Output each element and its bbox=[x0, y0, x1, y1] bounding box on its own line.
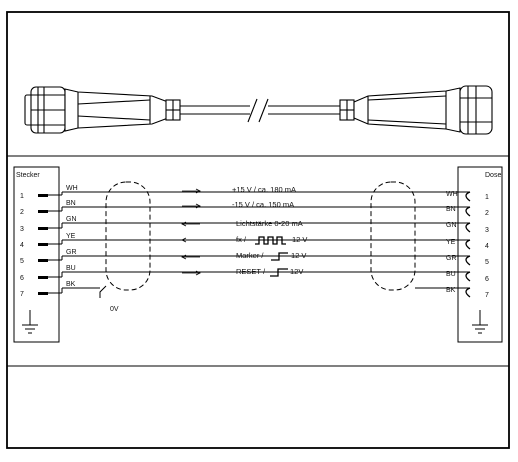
stecker-pin-number: 6 bbox=[20, 275, 24, 282]
dose-pin-number: 7 bbox=[485, 292, 489, 299]
stecker-pin-stub bbox=[38, 194, 48, 197]
dose-socket-icon bbox=[465, 271, 471, 282]
stecker-pin-stub bbox=[38, 227, 48, 230]
dose-pins: WH 1BN 2GN 3YE 4GR 5BU 6BK 7 bbox=[446, 191, 489, 299]
signal-label-5-suffix: 12 V bbox=[291, 251, 306, 260]
stecker-pins: 1 WH 2 BN 3 GN 4 YE 5 GR 6 BU 7 BK bbox=[20, 185, 78, 298]
stecker-pin-number: 7 bbox=[20, 291, 24, 298]
dose-wire-color: GN bbox=[446, 222, 457, 229]
stecker-title: Stecker bbox=[16, 172, 40, 179]
direction-arrows bbox=[181, 188, 201, 276]
reset-step-icon bbox=[270, 268, 288, 277]
signal-label-2: -15 V / ca. 150 mA bbox=[232, 200, 294, 209]
dose-wire-color: BN bbox=[446, 206, 456, 213]
ground-icon-left bbox=[22, 310, 38, 334]
signal-label-4-suffix: 12 V bbox=[292, 235, 307, 244]
dose-socket-icon bbox=[465, 255, 471, 266]
stecker-wire-color: BN bbox=[66, 200, 76, 207]
stecker-wire-color: BU bbox=[66, 265, 76, 272]
marker-step-icon bbox=[271, 252, 288, 261]
signal-label-4: fx / bbox=[236, 235, 247, 244]
cable-break-mark bbox=[247, 98, 258, 123]
stecker-pin-number: 4 bbox=[20, 242, 24, 249]
right-connector-icon bbox=[339, 85, 493, 135]
dose-pin-number: 1 bbox=[485, 194, 489, 201]
dose-socket-icon bbox=[465, 191, 471, 202]
shield-left bbox=[105, 181, 151, 291]
outer-frame bbox=[6, 11, 510, 449]
left-connector-icon bbox=[24, 86, 181, 134]
stecker-pin-number: 2 bbox=[20, 209, 24, 216]
signal-label-5: Marker / bbox=[236, 251, 264, 260]
stecker-pin-stub bbox=[38, 210, 48, 213]
cable-drawing bbox=[24, 85, 493, 135]
dose-socket-icon bbox=[465, 239, 471, 250]
dose-pin-number: 4 bbox=[485, 243, 489, 250]
shield-drain-wire bbox=[99, 285, 107, 298]
dose-pin-number: 5 bbox=[485, 259, 489, 266]
stecker-pin-number: 3 bbox=[20, 226, 24, 233]
dose-pin-number: 6 bbox=[485, 276, 489, 283]
ground-icon-right bbox=[472, 310, 488, 334]
dose-title: Dose bbox=[485, 172, 501, 179]
dose-socket-icon bbox=[465, 222, 471, 233]
shield-ground-label: 0V bbox=[110, 306, 119, 313]
shield-right bbox=[370, 181, 416, 291]
stecker-pin-stub bbox=[38, 243, 48, 246]
stecker-wire-color: YE bbox=[66, 233, 76, 240]
dose-wire-color: WH bbox=[446, 191, 458, 198]
stecker-pin-stub bbox=[38, 276, 48, 279]
stecker-pin-stub bbox=[38, 292, 48, 295]
signal-label-6-suffix: 12V bbox=[290, 267, 303, 276]
signal-labels: +15 V / ca. 180 mA -15 V / ca. 150 mA Li… bbox=[232, 185, 307, 276]
signal-label-1: +15 V / ca. 180 mA bbox=[232, 185, 296, 194]
stecker-wire-color: WH bbox=[66, 185, 78, 192]
dose-wire-color: BK bbox=[446, 287, 456, 294]
dose-wire-color: GR bbox=[446, 255, 457, 262]
stecker-box bbox=[13, 166, 60, 343]
dose-wire-color: YE bbox=[446, 239, 456, 246]
signal-label-3: Lichtstärke 0-20 mA bbox=[236, 219, 303, 228]
stecker-wire-color: BK bbox=[66, 281, 76, 288]
pulse-train-icon bbox=[255, 236, 286, 245]
signal-label-6: RESET / bbox=[236, 267, 266, 276]
stecker-pin-stub bbox=[38, 259, 48, 262]
stecker-wire-color: GR bbox=[66, 249, 77, 256]
stecker-wire-color: GN bbox=[66, 216, 77, 223]
stecker-pin-number: 5 bbox=[20, 258, 24, 265]
wire-group bbox=[62, 191, 464, 289]
dose-wire-color: BU bbox=[446, 271, 456, 278]
dose-pin-number: 3 bbox=[485, 227, 489, 234]
dose-socket-icon bbox=[465, 287, 471, 298]
dose-socket-icon bbox=[465, 206, 471, 217]
stecker-pin-number: 1 bbox=[20, 193, 24, 200]
dose-pin-number: 2 bbox=[485, 210, 489, 217]
